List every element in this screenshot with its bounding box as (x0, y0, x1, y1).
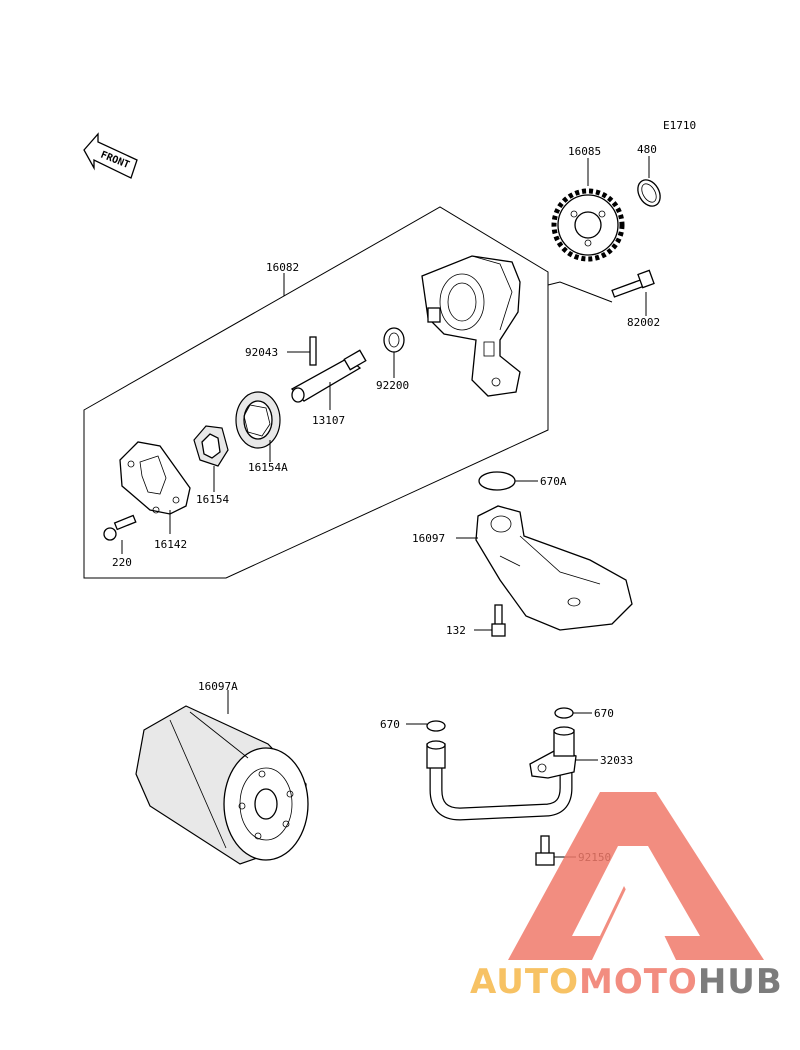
callout-92043: 92043 (245, 346, 278, 359)
circlip (637, 179, 661, 207)
callout-82002: 82002 (627, 316, 660, 329)
logo-hub-text: HUB (698, 962, 783, 1002)
callout-16097: 16097 (412, 532, 445, 545)
oil-filter (135, 705, 309, 865)
callout-480: 480 (637, 143, 657, 156)
callout-16154A: 16154A (248, 461, 288, 474)
inner-rotor (193, 425, 229, 467)
callout-670A: 670A (540, 475, 567, 488)
callout-16154: 16154 (196, 493, 229, 506)
bolt-82002 (611, 269, 655, 298)
callout-16142: 16142 (154, 538, 187, 551)
callout-16097A: 16097A (198, 680, 238, 693)
callout-16082: 16082 (266, 261, 299, 274)
svg-text:AUTOMOTOHUB: AUTOMOTOHUB (470, 962, 783, 1002)
bolt-132 (491, 604, 506, 637)
pump-cover (119, 441, 191, 515)
callout-670-left: 670 (380, 718, 400, 731)
outer-rotor (235, 391, 281, 449)
pump-shaft (290, 349, 367, 403)
pump-housing (421, 255, 521, 397)
sprocket-gear (551, 188, 625, 262)
pin-92043 (309, 336, 317, 366)
oil-strainer (475, 505, 633, 631)
logo-auto-text: AUTO (470, 962, 579, 1002)
callout-32033: 32033 (600, 754, 633, 767)
o-ring-670-right (554, 707, 574, 719)
logo-moto-text: MOTO (579, 962, 698, 1002)
callout-16085: 16085 (568, 145, 601, 158)
callout-220: 220 (112, 556, 132, 569)
oil-pipe (426, 726, 577, 821)
bolt-92150 (535, 835, 555, 866)
o-ring-670A (478, 471, 516, 491)
callout-13107: 13107 (312, 414, 345, 427)
automotohub-logo: AUTOMOTOHUB (470, 792, 783, 1002)
front-arrow-icon: FRONT (83, 132, 138, 179)
o-ring-670-left (426, 720, 446, 732)
callout-92200: 92200 (376, 379, 409, 392)
pump-assembly-frame (83, 206, 549, 579)
callout-132: 132 (446, 624, 466, 637)
washer-92200 (383, 327, 405, 353)
screw-220 (103, 514, 137, 541)
diagram-ref-code: E1710 (663, 119, 696, 132)
callout-670-right: 670 (594, 707, 614, 720)
